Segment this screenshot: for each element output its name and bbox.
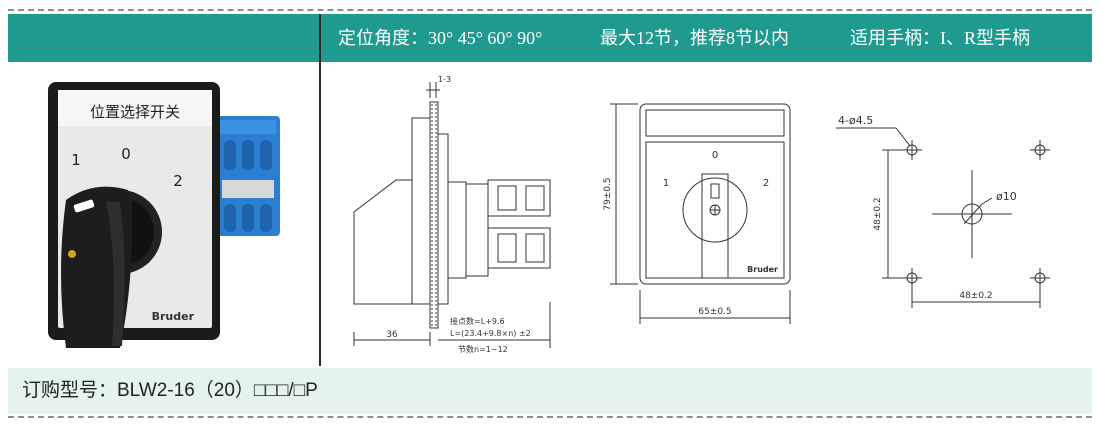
center-hole-label: ø10 xyxy=(996,190,1017,203)
side-view-drawing: 1-3 36 接点数=L+9.6 L=(23.4+9.8×n) ±2 节数n=1… xyxy=(353,75,551,354)
contact-block-image xyxy=(216,116,280,236)
front-pos-center: 0 xyxy=(712,150,718,161)
offset-label: 1-3 xyxy=(438,75,451,84)
spec-header-bar: 定位角度：30° 45° 60° 90° 最大12节，推荐8节以内 适用手柄：I… xyxy=(8,14,1092,62)
dimension-drawings: 1-3 36 接点数=L+9.6 L=(23.4+9.8×n) ±2 节数n=1… xyxy=(322,62,1092,366)
photo-pos-right: 2 xyxy=(173,172,183,190)
front-view-drawing: 79±0.5 0 1 2 Bruder 65±0.5 xyxy=(603,103,791,324)
length-line-3: 节数n=1~12 xyxy=(458,344,508,354)
panel-cutout-drawing: 4-ø4.5 ø10 48±0.2 xyxy=(836,114,1050,308)
front-height-label: 79±0.5 xyxy=(603,177,613,210)
photo-brand: Bruder xyxy=(152,310,195,323)
cutout-vertical-label: 48±0.2 xyxy=(873,197,883,230)
handle-spec: 适用手柄：I、R型手柄 xyxy=(850,28,1030,48)
front-brand: Bruder xyxy=(747,265,778,274)
front-width-label: 65±0.5 xyxy=(698,307,731,317)
photo-pos-center: 0 xyxy=(121,145,131,163)
column-divider xyxy=(319,14,321,366)
plate-title: 位置选择开关 xyxy=(90,103,180,121)
order-model-bar: 订购型号：BLW2-16（20）□□□/□P xyxy=(8,368,1092,414)
front-pos-right: 2 xyxy=(763,178,769,189)
cutout-horizontal-label: 48±0.2 xyxy=(959,291,992,301)
plate-title-strip xyxy=(58,90,212,126)
hole-label: 4-ø4.5 xyxy=(838,114,873,127)
handle-indicator xyxy=(73,199,95,213)
product-photo: 位置选择开关 1 0 2 Bruder xyxy=(8,62,318,366)
bottom-dashed-line xyxy=(8,416,1092,418)
length-line-2: L=(23.4+9.8×n) ±2 xyxy=(450,329,531,338)
angle-spec: 定位角度：30° 45° 60° 90° xyxy=(338,28,543,48)
order-model-label: 订购型号：BLW2-16（20）□□□/□P xyxy=(22,380,318,401)
depth-label: 36 xyxy=(386,330,398,340)
photo-pos-left: 1 xyxy=(71,151,81,169)
handle-lock-dot xyxy=(68,250,76,258)
length-line-1: 接点数=L+9.6 xyxy=(450,316,505,326)
top-dashed-line xyxy=(8,9,1092,11)
section-spec: 最大12节，推荐8节以内 xyxy=(600,28,789,48)
front-pos-left: 1 xyxy=(663,178,669,189)
